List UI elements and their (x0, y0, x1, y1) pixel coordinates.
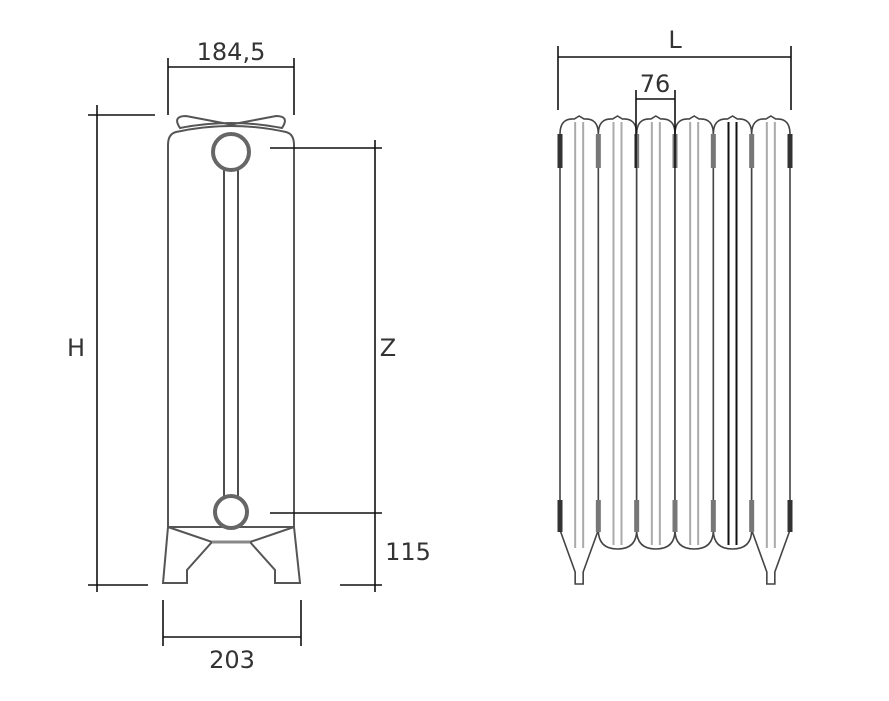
top-connection (211, 132, 251, 172)
feet (161, 525, 302, 584)
section-connector (557, 134, 563, 168)
dimension-axis-distance: Z 115 (270, 140, 431, 592)
radiator-section (674, 115, 715, 550)
bottom-connection (213, 494, 249, 530)
section-connector (595, 500, 601, 532)
radiator-section (559, 115, 600, 585)
dimension-depth: 203 (162, 600, 302, 674)
width-top-label: 184,5 (197, 38, 266, 66)
section-connector (749, 500, 755, 532)
section-connector (557, 500, 563, 532)
dimension-width-top: 184,5 (167, 38, 295, 115)
length-label: L (668, 26, 682, 54)
dimension-length: L (557, 26, 792, 110)
section-connector (787, 134, 793, 168)
section-connector (710, 500, 716, 532)
section-connector (710, 134, 716, 168)
dimension-height: H (67, 105, 155, 592)
section-connector (672, 500, 678, 532)
section-connector (595, 134, 601, 168)
side-view (557, 115, 793, 585)
top-cap (176, 114, 286, 130)
vertical-channel (223, 167, 239, 497)
radiator-section (712, 115, 753, 550)
depth-label: 203 (209, 646, 255, 674)
radiator-section (635, 115, 676, 550)
axis-distance-label: Z (380, 334, 396, 362)
radiator-section (597, 115, 638, 550)
section-pitch-label: 76 (640, 70, 671, 98)
section-connector (749, 134, 755, 168)
height-label: H (67, 334, 85, 362)
dimension-section-pitch: 76 (635, 70, 676, 168)
bottom-offset-label: 115 (385, 538, 431, 566)
section-connector (787, 500, 793, 532)
section-connector (634, 500, 640, 532)
radiator-section (750, 115, 791, 585)
front-view: 184,5 H Z 115 203 (67, 38, 431, 674)
